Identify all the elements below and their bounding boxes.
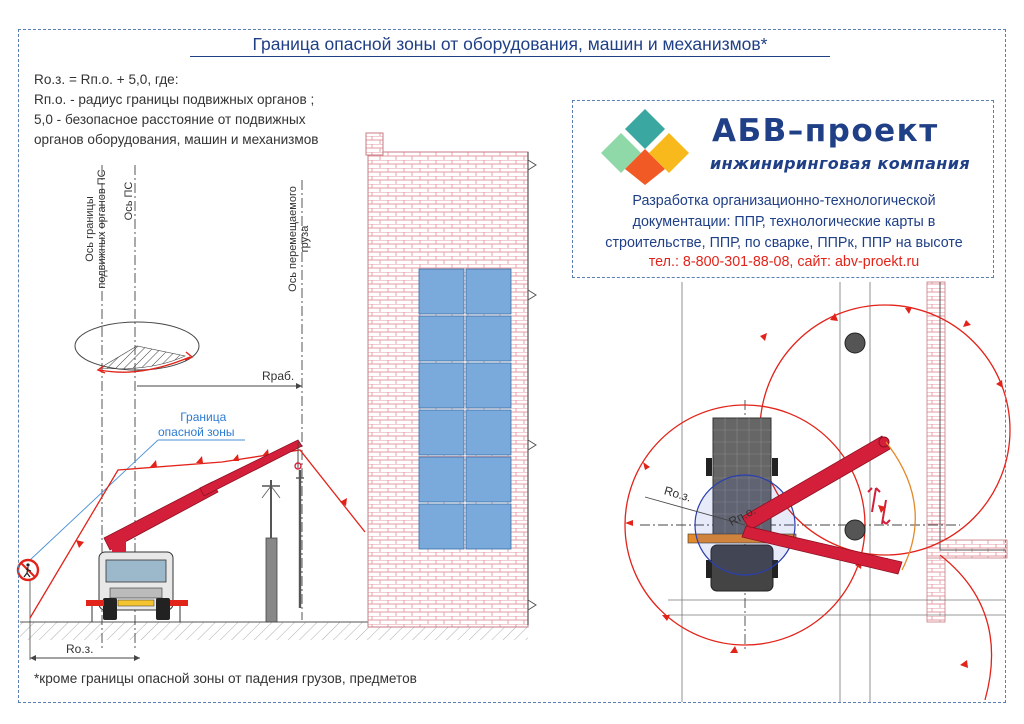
r-oz-side-label: Ro.з.	[66, 642, 94, 656]
danger-zone-leader	[29, 439, 159, 561]
axis-label-line: Ось перемещаемого	[287, 186, 299, 292]
axis-label-line: Ось ПС	[123, 181, 135, 221]
footnote: *кроме границы опасной зоны от падения г…	[34, 671, 417, 686]
company-contact: тел.: 8-800-301-88-08, сайт: abv-proekt.…	[648, 254, 920, 270]
truck-side	[86, 551, 188, 622]
axis-moving-parts-label: Ось границы подвижных органов ПС	[84, 164, 108, 294]
danger-zone-label: Граница опасной зоны	[158, 410, 234, 440]
danger-zone-label-line: опасной зоны	[158, 425, 235, 439]
danger-zone-label-line: Граница	[180, 410, 227, 424]
axis-label-line: Ось границы	[84, 196, 96, 262]
elevation-view	[16, 165, 528, 661]
plan-view	[624, 281, 1011, 702]
window-pane	[418, 268, 465, 315]
axis-load-label: Ось перемещаемого груза	[287, 174, 311, 304]
axis-label-line: подвижных органов ПС	[96, 169, 108, 289]
company-description: Разработка организационно-технологическо…	[577, 191, 991, 254]
drawing-frame	[18, 29, 1006, 703]
formula-legend: Ro.з. = Rп.о. + 5,0, где: Rп.о. - радиус…	[34, 70, 319, 150]
rotation-ellipse	[74, 321, 200, 371]
window-pane	[418, 315, 465, 362]
lifted-pole	[296, 470, 304, 608]
company-name: АБВ–проект	[712, 113, 939, 149]
window-pane	[465, 456, 512, 503]
window-pane	[465, 503, 512, 550]
window-pane	[465, 362, 512, 409]
axis-crane-label: Ось ПС	[123, 176, 135, 226]
description-line: строительстве, ППР, по сварке, ППРк, ППР…	[605, 235, 963, 251]
brick-building	[365, 132, 537, 628]
description-line: документации: ППР, технологические карты…	[632, 214, 936, 230]
column	[844, 332, 866, 354]
window-pane	[465, 268, 512, 315]
description-line: Разработка организационно-технологическо…	[632, 193, 936, 209]
company-card: АБВ–проект инжиниринговая компания Разра…	[572, 100, 994, 278]
company-logo-icon	[601, 109, 689, 185]
page-title: Граница опасной зоны от оборудования, ма…	[190, 34, 830, 57]
company-subtitle: инжиниринговая компания	[710, 154, 971, 173]
window-pane	[418, 409, 465, 456]
window-pane	[418, 362, 465, 409]
building-window	[418, 268, 512, 550]
formula-line: 5,0 - безопасное расстояние от подвижных	[34, 112, 306, 127]
r-work-label: Rраб.	[262, 369, 295, 383]
danger-zone-circle-left	[624, 404, 866, 646]
window-pane	[465, 409, 512, 456]
window-pane	[418, 503, 465, 550]
installed-pole	[261, 480, 281, 623]
crane-boom-side	[103, 439, 303, 552]
column	[844, 519, 866, 541]
crane-boom-plan	[741, 435, 916, 575]
window-pane	[418, 456, 465, 503]
formula-line: органов оборудования, машин и механизмов	[34, 132, 319, 147]
axis-label-line: груза	[299, 225, 311, 253]
danger-zone-boundary-side	[29, 449, 366, 619]
formula-line: Ro.з. = Rп.о. + 5,0, где:	[34, 72, 179, 87]
formula-line: Rп.о. - радиус границы подвижных органов…	[34, 92, 315, 107]
window-pane	[465, 315, 512, 362]
